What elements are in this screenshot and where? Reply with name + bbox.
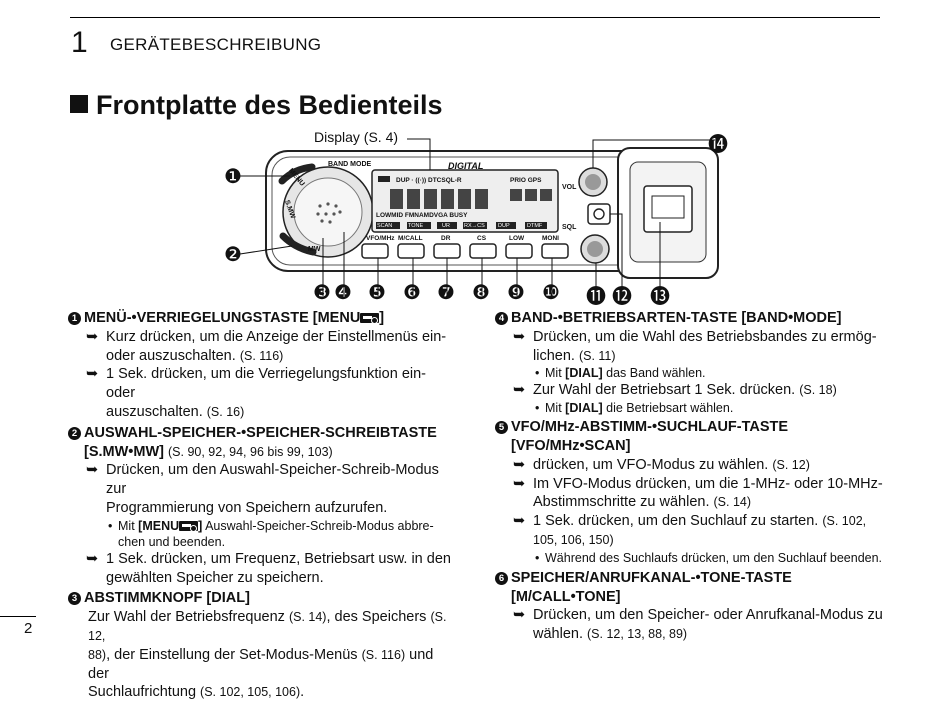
mw-label: MW [308, 246, 321, 253]
item-3-heading: 3 ABSTIMMKNOPF [DIAL] [68, 589, 458, 608]
display-row1: DUP · ((·)) DTCSQL-R [396, 177, 462, 184]
key-rxcs: RX→CS [464, 223, 485, 229]
btn-label-dr: DR [441, 235, 451, 242]
item-2-heading: 2 AUSWAHL-SPEICHER-•SPEICHER-SCHREIBTAST… [68, 424, 458, 443]
item-4-title: BAND-•BETRIEBSARTEN-TASTE [BAND•MODE] [511, 310, 842, 326]
callout-3: ❸ [313, 282, 331, 304]
item-3-text: Zur Wahl der Betriebsfrequenz (S. 14), d… [88, 609, 447, 701]
item-number-1: 1 [68, 312, 81, 325]
item-2-sub-1: Mit [MENU] Auswahl-Speicher-Schreib-Modu… [68, 518, 458, 550]
btn-label-mcall: M/CALL [398, 235, 423, 242]
item-6-title: SPEICHER/ANRUFKANAL-•TONE-TASTE [M/CALL•… [511, 569, 792, 605]
left-column: 1 MENÜ-•VERRIEGELUNGSTASTE [MENU] Kurz d… [68, 309, 458, 702]
item-number-4: 4 [495, 312, 508, 325]
callout-5: ❺ [368, 282, 386, 304]
btn-label-vfo: VFO/MHz [366, 235, 395, 242]
header-rule [70, 17, 880, 18]
chapter-number: 1 [71, 26, 88, 59]
callout-6: ❻ [403, 282, 421, 304]
key-dtmf: DTMF [527, 223, 543, 229]
callout-1: ❶ [224, 166, 242, 188]
item-1-bullet-2: 1 Sek. drücken, um die Verriegelungsfunk… [68, 365, 458, 421]
item-3-title: ABSTIMMKNOPF [DIAL] [84, 590, 250, 607]
callout-10: ❿ [542, 282, 560, 304]
key-dup: DUP [498, 223, 510, 229]
item-4-bullet-2: Zur Wahl der Betriebsart 1 Sek. drücken.… [495, 381, 885, 400]
callout-12: ⓬ [612, 286, 632, 308]
item-5-sub-1: Während des Suchlaufs drücken, um den Su… [495, 550, 885, 566]
vol-label: VOL [562, 184, 577, 191]
item-1-title: MENÜ-•VERRIEGELUNGSTASTE [MENU] [84, 310, 385, 326]
item-5-bullet-2: Im VFO-Modus drücken, um die 1-MHz- oder… [495, 475, 885, 513]
section-title: Frontplatte des Bedienteils [70, 90, 443, 121]
item-2-title: AUSWAHL-SPEICHER-•SPEICHER-SCHREIBTASTE [84, 424, 437, 441]
item-2-bullet-1: Drücken, um den Auswahl-Speicher-Schreib… [68, 461, 458, 517]
key-icon [179, 520, 199, 532]
btn-label-moni: MONI [542, 235, 559, 242]
sql-label: SQL [562, 224, 577, 231]
key-tone: TONE [408, 223, 424, 229]
callout-13: ⓭ [650, 286, 670, 308]
chapter-title: GERÄTEBESCHREIBUNG [110, 35, 322, 54]
item-6-bullet-1: Drücken, um den Speicher- oder Anrufkana… [495, 606, 885, 644]
display-row2: LOWMID FMNAMDVGA BUSY [376, 212, 468, 219]
item-number-5: 5 [495, 421, 508, 435]
page-number: 2 [24, 620, 33, 637]
item-number-3: 3 [68, 592, 81, 606]
callout-4: ❹ [334, 282, 352, 304]
item-6-heading: 6 SPEICHER/ANRUFKANAL-•TONE-TASTE [M/CAL… [495, 569, 885, 607]
band-mode-label: BAND MODE [328, 161, 372, 168]
item-5-bullet-3: 1 Sek. drücken, um den Suchlauf zu start… [495, 512, 885, 550]
digital-logo: DIGITAL [448, 161, 484, 171]
item-2-bullet-2: 1 Sek. drücken, um Frequenz, Betriebsart… [68, 550, 458, 588]
key-ur: UR [442, 223, 450, 229]
callout-2: ❷ [224, 244, 242, 266]
key-scan: SCAN [377, 223, 393, 229]
item-5-heading-cont: [VFO/MHz•SCAN] [511, 437, 631, 454]
btn-label-low: LOW [509, 235, 525, 242]
item-4-sub-2: Mit [DIAL] die Betriebsart wählen. [495, 400, 885, 416]
section-title-text: Frontplatte des Bedienteils [96, 90, 443, 120]
callout-8: ❽ [472, 282, 490, 304]
item-1-heading: 1 MENÜ-•VERRIEGELUNGSTASTE [MENU] [68, 309, 458, 328]
item-4-bullet-1: Drücken, um die Wahl des Betriebsbandes … [495, 328, 885, 366]
callout-7: ❼ [437, 282, 455, 304]
display-label: Display (S. 4) [314, 129, 399, 145]
item-number-2: 2 [68, 426, 81, 440]
item-4-heading: 4 BAND-•BETRIEBSARTEN-TASTE [BAND•MODE] [495, 309, 885, 328]
key-icon [360, 313, 380, 324]
footer-rule [0, 616, 36, 617]
display-row1-right: PRIO GPS [510, 177, 542, 184]
right-column: 4 BAND-•BETRIEBSARTEN-TASTE [BAND•MODE] … [495, 309, 885, 644]
callout-9: ❾ [507, 282, 525, 304]
callout-11: ⓫ [586, 286, 606, 308]
square-bullet-icon [70, 95, 88, 113]
item-5-title: VFO/MHz-ABSTIMM-•SUCHLAUF-TASTE [511, 419, 789, 436]
item-5-heading: 5 VFO/MHz-ABSTIMM-•SUCHLAUF-TASTE [495, 418, 885, 437]
btn-label-cs: CS [477, 235, 487, 242]
item-5-bullet-1: drücken, um VFO-Modus zu wählen. (S. 12) [495, 456, 885, 475]
callout-14: ⓮ [708, 134, 728, 156]
front-panel-figure: Display (S. 4) DIGITAL BAND MODE DUP · (… [200, 126, 760, 308]
item-2-heading-cont: [S.MW•MW] (S. 90, 92, 94, 96 bis 99, 103… [84, 443, 333, 460]
front-panel-drawing [239, 138, 719, 296]
item-4-sub-1: Mit [DIAL] das Band wählen. [495, 365, 885, 381]
item-1-bullet-1: Kurz drücken, um die Anzeige der Einstel… [68, 328, 458, 366]
item-number-6: 6 [495, 571, 508, 585]
